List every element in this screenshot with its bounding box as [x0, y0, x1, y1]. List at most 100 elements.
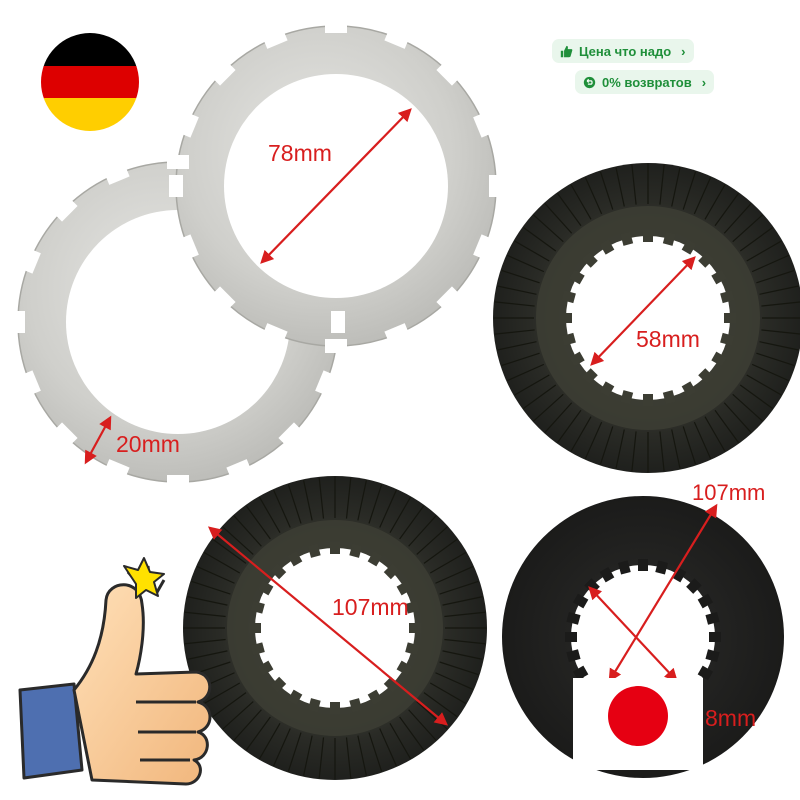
friction-groove [507, 363, 545, 382]
friction-groove [714, 409, 740, 443]
spline-tooth [330, 702, 340, 714]
steel-notch [19, 370, 41, 397]
friction-groove [258, 722, 281, 760]
friction-groove [544, 402, 573, 433]
spline-tooth [698, 252, 714, 268]
friction-groove [693, 421, 712, 459]
friction-groove [615, 429, 625, 469]
steel-notch [325, 339, 347, 353]
friction-groove [723, 402, 752, 433]
steel-notch [210, 286, 236, 312]
friction-groove [357, 735, 367, 776]
label-107mm-right: 107mm [692, 480, 766, 505]
spline-tooth [711, 269, 727, 285]
friction-groove [732, 393, 763, 422]
steel-notch [473, 111, 495, 138]
spline-tooth [638, 559, 648, 571]
friction-groove [494, 301, 535, 307]
friction-groove [497, 341, 537, 351]
spline-tooth [720, 290, 735, 304]
friction-disc-top [493, 163, 800, 473]
friction-groove [659, 164, 665, 205]
spline-tooth [560, 313, 572, 323]
friction-groove [746, 374, 782, 396]
label-8mm: 8mm [705, 705, 757, 731]
spline-tooth [582, 368, 598, 384]
return-arrow-icon [583, 76, 596, 89]
friction-groove [544, 203, 573, 234]
friction-groove [631, 164, 637, 205]
steel-notch [167, 475, 189, 489]
germany-flag-icon [41, 33, 139, 131]
steel-notch [473, 234, 495, 261]
friction-groove [379, 489, 397, 528]
spline-tooth [724, 313, 736, 323]
arrow-107mm-left [207, 526, 449, 726]
steel-notch [19, 247, 41, 274]
steel-notch [489, 175, 503, 197]
friction-groove [287, 484, 302, 524]
spline-tooth [620, 231, 634, 246]
arrow-78mm [260, 108, 412, 264]
friction-groove [318, 477, 325, 519]
spline-tooth [711, 351, 727, 367]
steel-notch [103, 163, 130, 185]
friction-groove [584, 177, 603, 215]
steel-notch [436, 286, 462, 312]
price-badge[interactable]: Цена что надо › [552, 39, 694, 63]
chevron-right-icon: › [701, 74, 707, 90]
steel-notch [11, 311, 25, 333]
spline-tooth [720, 332, 735, 346]
steel-notch [261, 27, 288, 49]
friction-groove [659, 431, 665, 472]
thumbs-up-icon [18, 557, 212, 786]
friction-groove [671, 167, 681, 207]
friction-disc-bottom-left [183, 476, 487, 780]
spline-tooth [643, 230, 653, 242]
friction-groove [444, 638, 486, 645]
returns-badge[interactable]: 0% возвратов › [575, 70, 715, 94]
steel-notch [436, 60, 462, 86]
steel-notch [261, 323, 288, 345]
spline-tooth [249, 623, 261, 633]
friction-groove [507, 254, 545, 273]
friction-groove [723, 203, 752, 234]
friction-groove [533, 214, 564, 243]
friction-groove [442, 596, 483, 606]
arrow-8mm [588, 586, 678, 682]
label-78mm: 78mm [268, 140, 332, 166]
friction-groove [501, 269, 540, 284]
friction-groove [514, 374, 550, 396]
spline-tooth [409, 623, 421, 633]
friction-groove [523, 384, 557, 410]
friction-groove [732, 214, 763, 243]
friction-groove [523, 226, 557, 252]
spline-tooth [572, 593, 589, 609]
dimension-arrows [84, 108, 718, 726]
spline-tooth [561, 290, 576, 304]
friction-groove [357, 480, 367, 521]
spline-tooth [599, 239, 615, 255]
friction-groove [704, 416, 726, 452]
returns-badge-label: 0% возвратов [602, 74, 692, 90]
friction-groove [494, 329, 535, 335]
japan-flag-icon [573, 678, 703, 770]
label-58mm: 58mm [636, 326, 700, 352]
friction-groove [556, 409, 582, 443]
friction-groove [444, 611, 486, 618]
friction-groove [756, 352, 795, 367]
friction-groove [273, 728, 291, 767]
steel-notch [384, 323, 411, 345]
label-20mm: 20mm [116, 431, 180, 457]
friction-groove [368, 732, 383, 772]
spline-tooth [681, 239, 697, 255]
friction-groove [615, 167, 625, 207]
friction-groove [599, 426, 614, 465]
steel-notch [167, 155, 189, 169]
steel-notch [169, 175, 183, 197]
spline-tooth [709, 632, 721, 642]
friction-groove [303, 480, 313, 521]
thumbs-up-icon [560, 45, 573, 58]
friction-groove [693, 177, 712, 215]
